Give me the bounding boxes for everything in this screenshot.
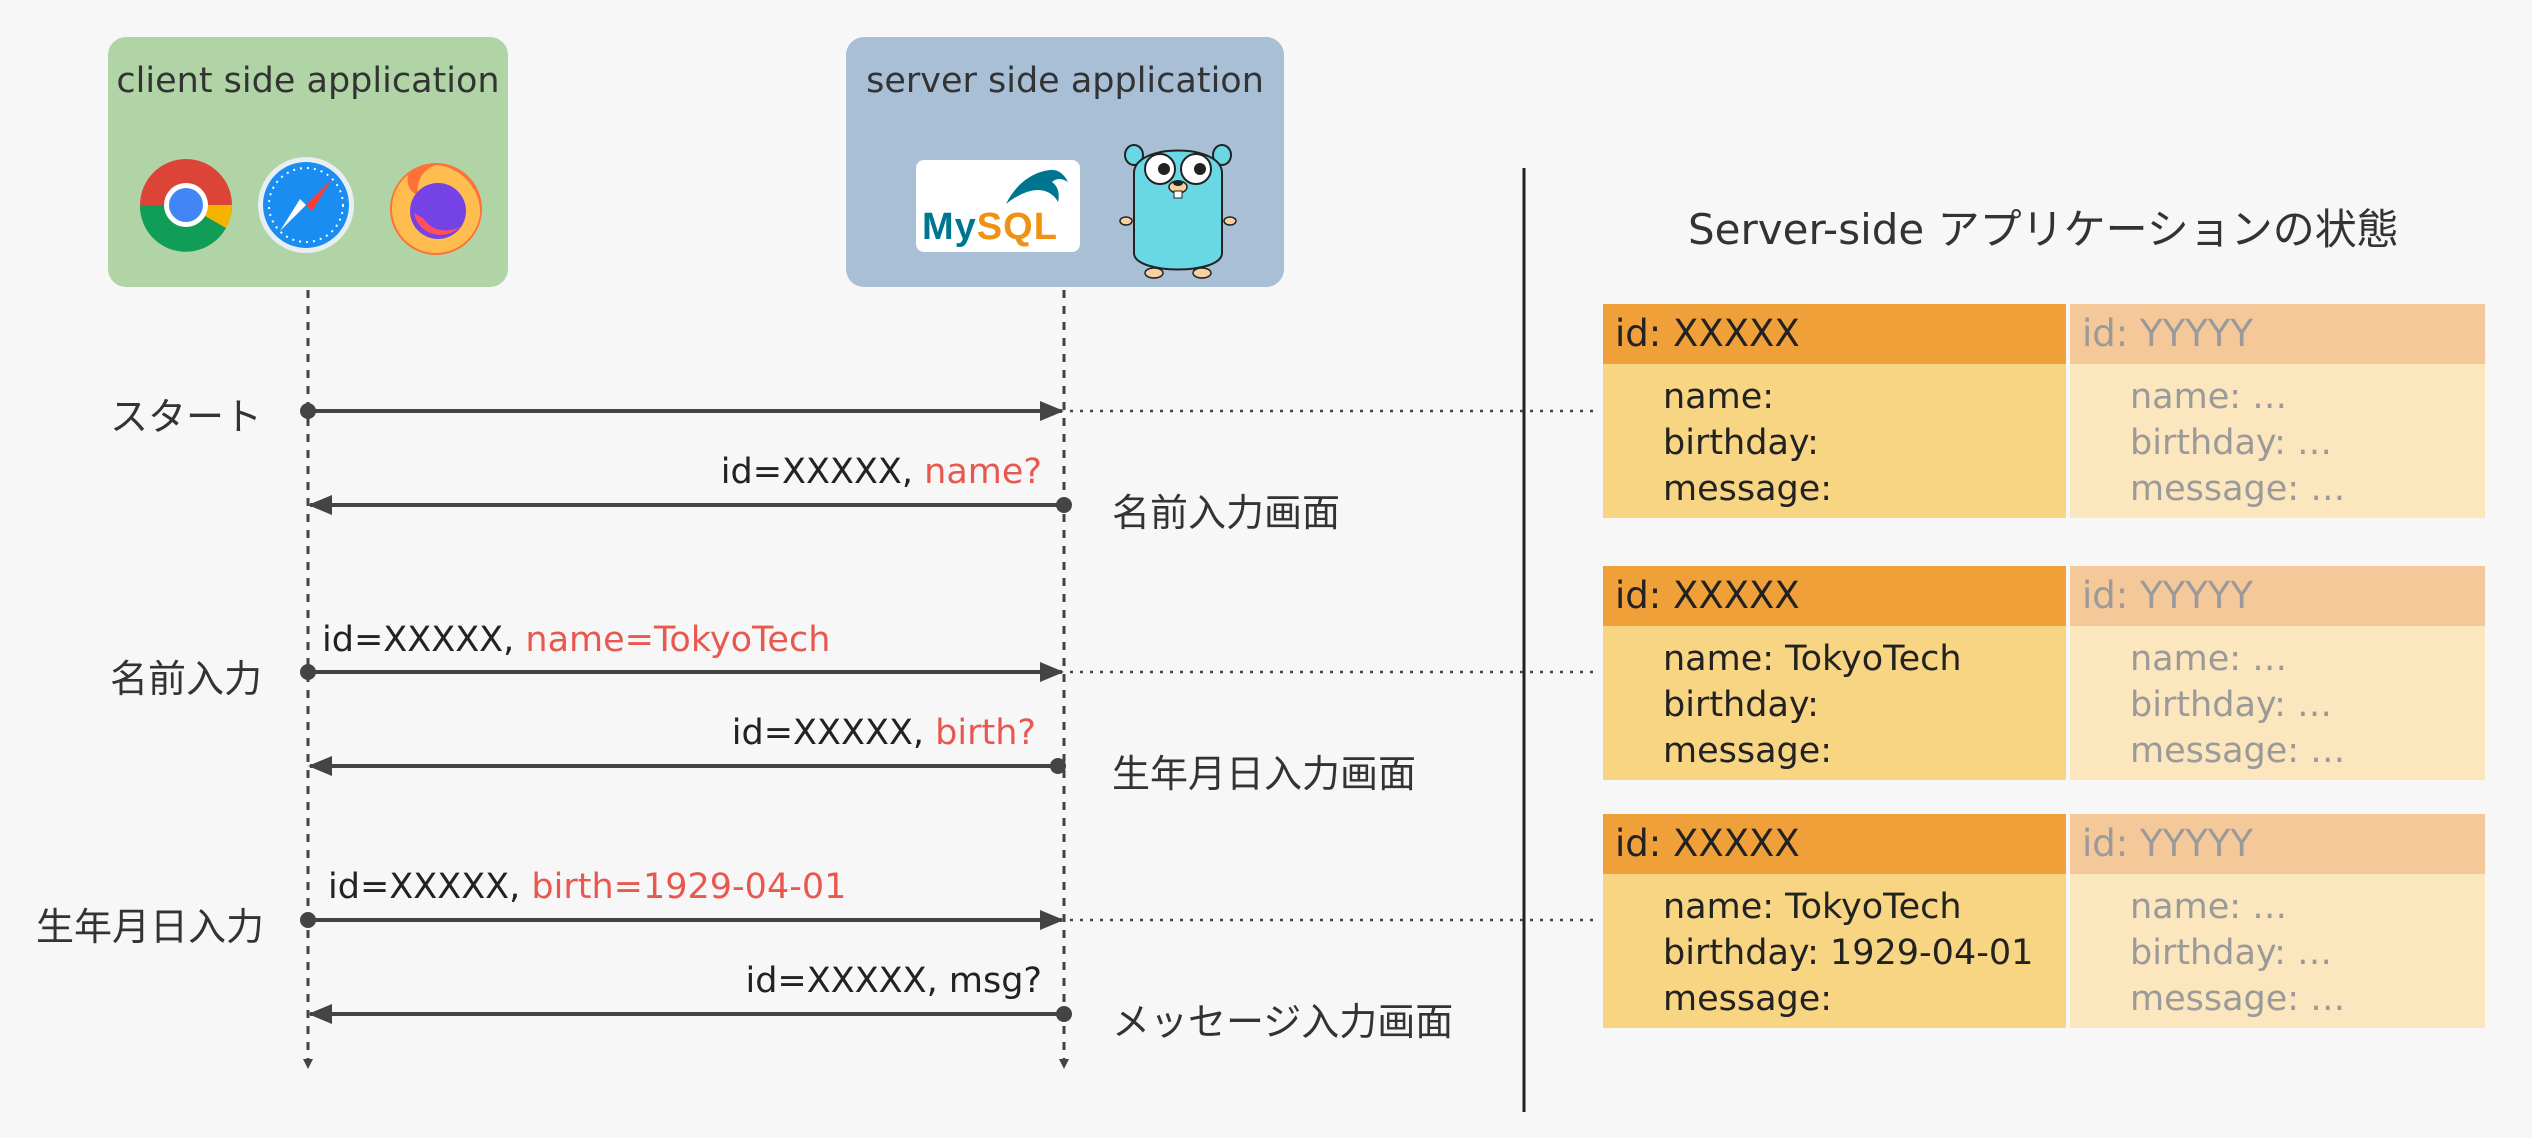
field-birthday: birthday: …	[2130, 423, 2332, 463]
message-prefix: id=XXXXX,	[720, 452, 925, 492]
screen-label-name: 名前入力画面	[1112, 491, 1341, 535]
session-id-other: id: YYYYY	[2070, 566, 2485, 626]
field-message: message:	[1663, 731, 1833, 771]
step-label-start: スタート	[110, 395, 263, 439]
field-message: message:	[1663, 469, 1833, 509]
session-fields-active: name: birthday: message:	[1603, 364, 2066, 518]
field-name: name: TokyoTech	[1663, 887, 1962, 927]
server-actor-box: server side application MySQL	[846, 37, 1284, 287]
message-prefix: id=XXXXX, msg?	[745, 961, 1042, 1001]
message-label-4: id=XXXXX, birth=1929-04-01	[328, 867, 846, 907]
field-message: message: …	[2130, 979, 2346, 1019]
message-label-5: id=XXXXX, msg?	[745, 961, 1042, 1001]
client-actor-title: client side application	[116, 61, 500, 101]
session-fields-other: name: … birthday: … message: …	[2070, 626, 2485, 780]
message-prefix: id=XXXXX,	[328, 867, 532, 907]
field-message: message:	[1663, 979, 1833, 1019]
go-gopher-icon	[1119, 144, 1237, 279]
chrome-icon	[139, 159, 233, 252]
client-actor-box: client side application	[108, 37, 508, 287]
message-prefix: id=XXXXX,	[731, 713, 936, 753]
session-id-active: id: XXXXX	[1603, 304, 2066, 364]
field-message: message: …	[2130, 469, 2346, 509]
field-birthday: birthday: …	[2130, 933, 2332, 973]
message-label-2: id=XXXXX, name=TokyoTech	[322, 620, 830, 660]
session-id-active: id: XXXXX	[1603, 814, 2066, 874]
session-fields-other: name: … birthday: … message: …	[2070, 364, 2485, 518]
session-id-other: id: YYYYY	[2070, 304, 2485, 364]
session-fields-active: name: TokyoTech birthday: message:	[1603, 626, 2066, 780]
mysql-logo: MySQL	[916, 160, 1080, 252]
field-name: name: …	[2130, 639, 2288, 679]
field-birthday: birthday: …	[2130, 685, 2332, 725]
session-id-other: id: YYYYY	[2070, 814, 2485, 874]
session-fields-active: name: TokyoTech birthday: 1929-04-01 mes…	[1603, 874, 2066, 1028]
field-birthday: birthday:	[1663, 685, 1819, 725]
message-highlight: name=TokyoTech	[525, 620, 831, 660]
state-panel-title: Server-side アプリケーションの状態	[1688, 205, 2399, 254]
field-birthday: birthday: 1929-04-01	[1663, 933, 2034, 973]
screen-label-message: メッセージ入力画面	[1112, 1000, 1454, 1044]
message-highlight: birth=1929-04-01	[531, 867, 847, 907]
firefox-icon	[390, 163, 482, 255]
mysql-text: MySQL	[922, 206, 1058, 248]
field-name: name: …	[2130, 887, 2288, 927]
server-actor-title: server side application	[866, 61, 1264, 101]
step-label-birth: 生年月日入力	[36, 905, 265, 949]
field-name: name:	[1663, 377, 1775, 417]
dolphin-icon	[1006, 169, 1068, 204]
screen-label-birth: 生年月日入力画面	[1112, 752, 1417, 796]
field-message: message: …	[2130, 731, 2346, 771]
field-name: name: …	[2130, 377, 2288, 417]
step-label-name: 名前入力	[110, 657, 263, 701]
message-label-3: id=XXXXX, birth?	[732, 713, 1036, 753]
message-prefix: id=XXXXX,	[322, 620, 526, 660]
safari-icon	[258, 157, 354, 253]
field-name: name: TokyoTech	[1663, 639, 1962, 679]
message-highlight: birth?	[935, 713, 1036, 753]
field-birthday: birthday:	[1663, 423, 1819, 463]
session-id-active: id: XXXXX	[1603, 566, 2066, 626]
message-highlight: name?	[924, 452, 1042, 492]
session-fields-other: name: … birthday: … message: …	[2070, 874, 2485, 1028]
message-label-1: id=XXXXX, name?	[721, 452, 1042, 492]
